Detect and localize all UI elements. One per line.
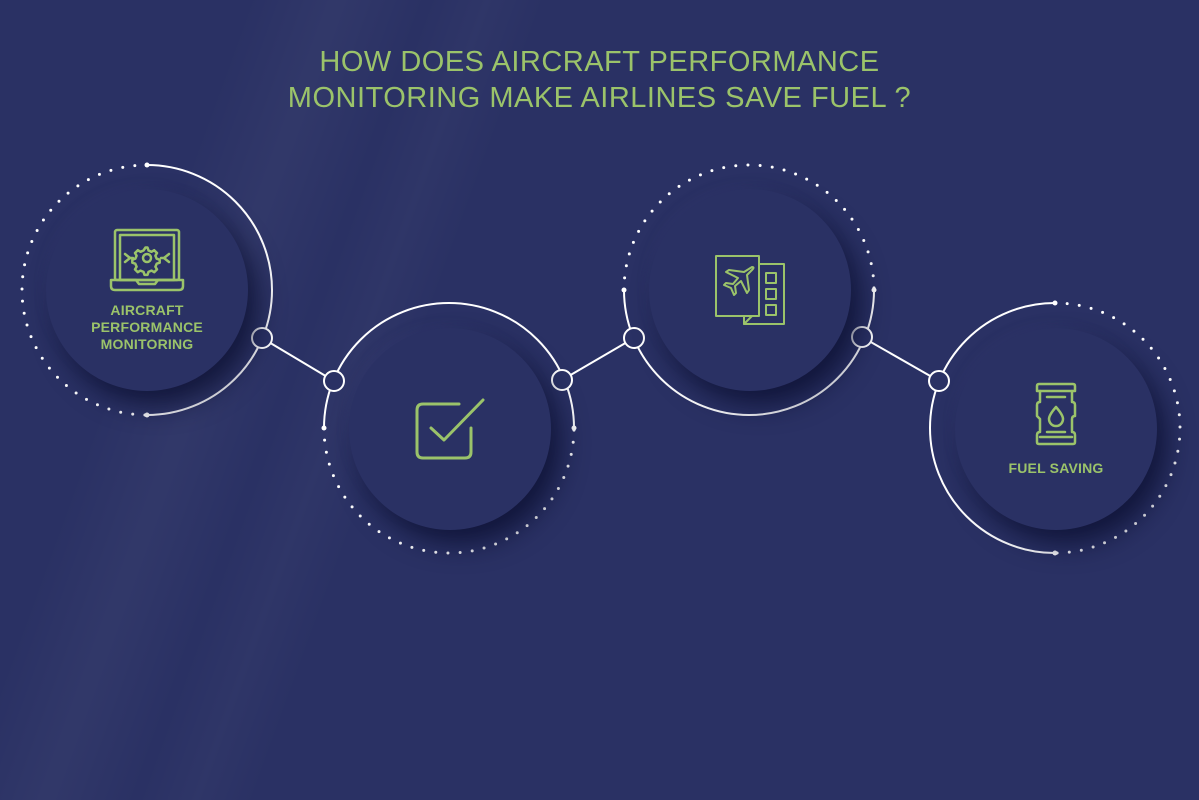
- title-line-1: HOW DOES AIRCRAFT PERFORMANCE: [319, 46, 880, 78]
- node-6: [928, 370, 950, 392]
- node-4: [623, 327, 645, 349]
- flight-document-icon: [715, 255, 785, 325]
- solid-arc-4: [929, 302, 1056, 554]
- flow-connectors: [20, 162, 1182, 556]
- step-label: AIRCRAFT PERFORMANCE MONITORING: [91, 301, 203, 352]
- step-label: FUEL SAVING: [1008, 459, 1104, 476]
- connector-3-4: [861, 336, 940, 382]
- node-3: [551, 369, 573, 391]
- page-title: HOW DOES AIRCRAFT PERFORMANCE MONITORING…: [0, 44, 1199, 116]
- step-verification: [349, 328, 551, 530]
- dotted-arc-1: [20, 163, 149, 417]
- dotted-arc-4: [1053, 301, 1182, 555]
- node-5: [851, 326, 873, 348]
- step-fuel-saving: FUEL SAVING: [955, 328, 1157, 530]
- title-line-2: MONITORING MAKE AIRLINES SAVE FUEL ?: [287, 82, 912, 114]
- step-flight-data: [649, 189, 851, 391]
- connector-2-3: [561, 337, 635, 381]
- dotted-arc-3: [622, 163, 876, 292]
- step-aircraft-performance-monitoring: AIRCRAFT PERFORMANCE MONITORING: [46, 189, 248, 391]
- laptop-gear-icon: [109, 228, 185, 291]
- connector-1-2: [261, 337, 335, 382]
- node-2: [323, 370, 345, 392]
- checkbox-check-icon: [415, 398, 485, 460]
- node-1: [251, 327, 273, 349]
- dotted-arc-2: [322, 426, 576, 555]
- fuel-barrel-icon: [1035, 382, 1077, 445]
- solid-arc-1: [146, 164, 273, 416]
